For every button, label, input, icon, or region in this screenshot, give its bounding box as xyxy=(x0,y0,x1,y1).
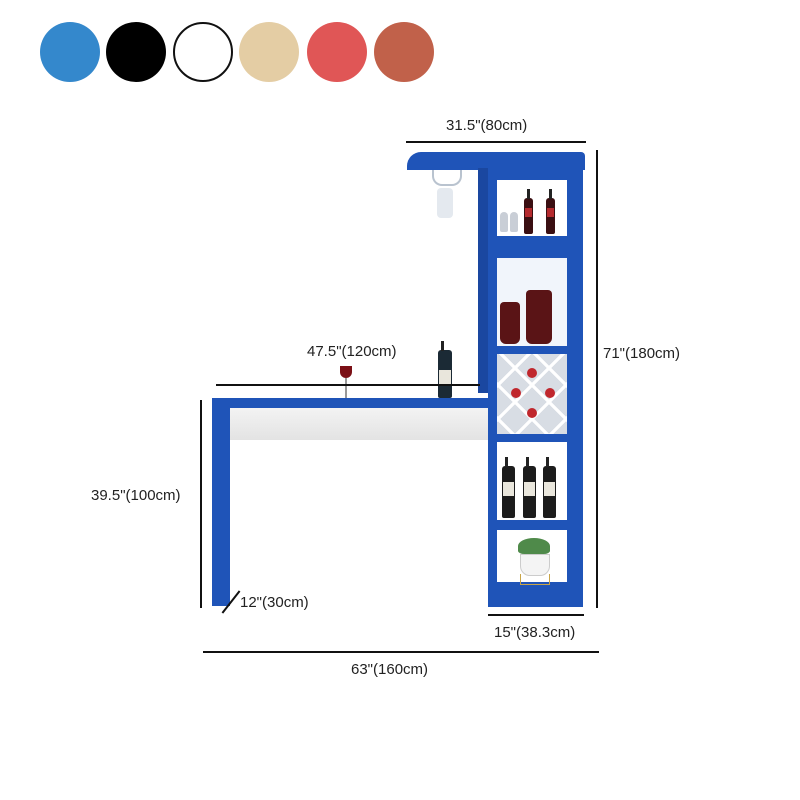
wine-bottle-icon xyxy=(502,457,515,518)
color-swatch-white[interactable] xyxy=(173,22,233,82)
wine-bottle-icon xyxy=(546,189,555,234)
wine-glass-icon xyxy=(510,212,518,232)
wine-bottle-icon xyxy=(523,457,536,518)
dim-label-total-width: 63"(160cm) xyxy=(351,661,429,678)
wine-bottle-icon xyxy=(543,457,556,518)
wine-bottle-icon xyxy=(524,189,533,234)
lattice-grid xyxy=(497,354,567,434)
counter-leg xyxy=(212,398,230,606)
dim-label-total-height: 71"(180cm) xyxy=(603,345,681,362)
counter-front-panel xyxy=(228,408,488,440)
glass-rack-icon xyxy=(420,170,470,222)
decanter-icon xyxy=(500,302,520,344)
counter-top xyxy=(212,398,494,408)
dim-label-cabinet-width: 31.5"(80cm) xyxy=(446,117,528,134)
color-swatch-blue[interactable] xyxy=(40,22,100,82)
wine-glass-stem xyxy=(345,378,347,398)
dim-label-counter-height: 39.5"(100cm) xyxy=(91,487,181,504)
wine-glass-icon xyxy=(340,366,352,378)
dim-label-counter-length: 47.5"(120cm) xyxy=(307,343,397,360)
wine-glass-icon xyxy=(500,212,508,232)
color-swatch-red[interactable] xyxy=(307,22,367,82)
plant-pot-icon xyxy=(516,538,552,586)
support-pillar xyxy=(478,168,488,393)
dim-label-cabinet-depth: 15"(38.3cm) xyxy=(494,624,576,641)
decanter-icon xyxy=(526,290,552,344)
color-swatch-beige[interactable] xyxy=(239,22,299,82)
wine-bottle-icon xyxy=(438,341,452,398)
color-swatch-rust[interactable] xyxy=(374,22,434,82)
dim-label-counter-depth: 12"(30cm) xyxy=(240,594,309,611)
color-swatch-black[interactable] xyxy=(106,22,166,82)
